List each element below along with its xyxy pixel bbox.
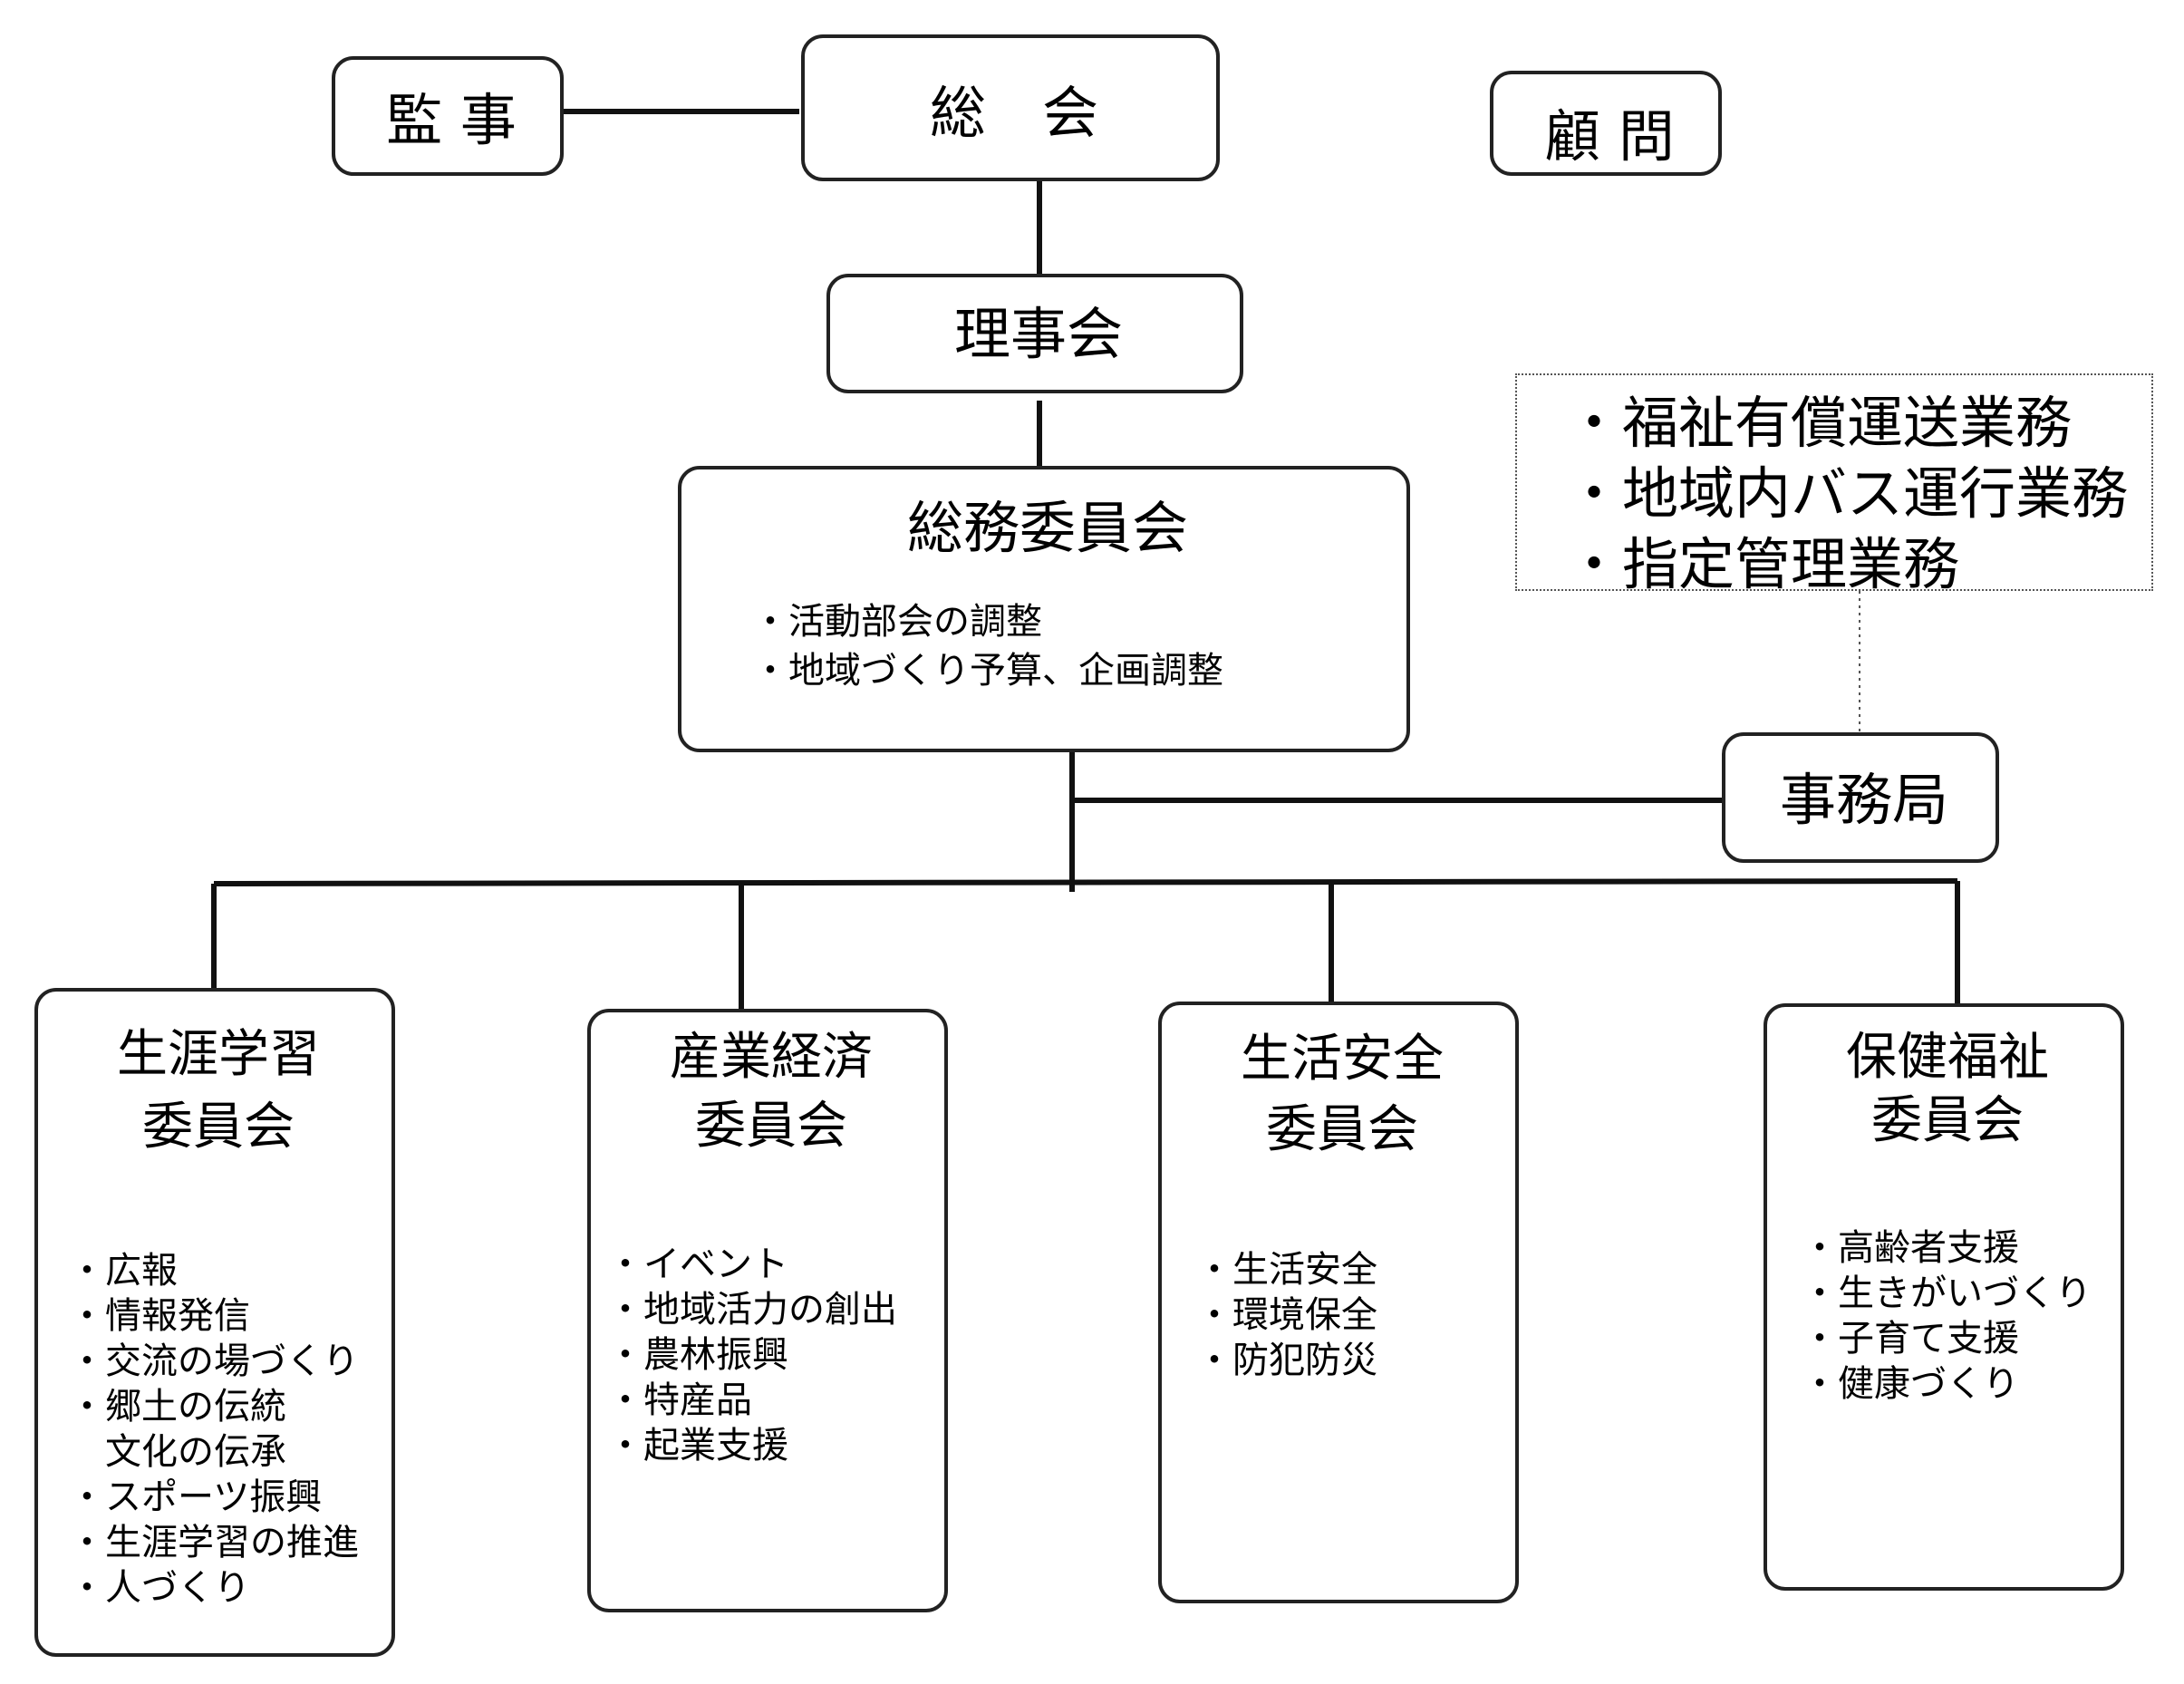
general-affairs-title: 総務委員会 [906, 495, 1188, 561]
committee-item: ・子育て支援 [1802, 1318, 2019, 1360]
general-affairs-item: ・活動部会の調整 [752, 601, 1042, 643]
committee-item: ・起業支援 [607, 1425, 788, 1466]
committee-industry-economy: 産業経済 委員会 ・イベント ・地域活力の創出 ・農林振興 ・特産品 ・起業支援 [587, 1009, 948, 1612]
committee-item: ・生きがいづくり [1802, 1273, 2092, 1314]
secretariat-label: 事務局 [1779, 767, 1948, 833]
committee-item: ・人づくり [69, 1567, 250, 1609]
committee-title: 保健福祉 [1846, 1028, 2049, 1087]
secretariat-tasks-box: ・福祉有償運送業務 ・地域内バス運行業務 ・指定管理業務 [1515, 373, 2153, 597]
general-meeting-label: 総 会 [929, 80, 1098, 146]
committee-item: ・生活安全 [1196, 1249, 1377, 1291]
committee-item: ・交流の場づくり [69, 1340, 359, 1382]
committee-item: ・情報発信 [69, 1295, 250, 1337]
committee-life-safety: 生活安全 委員会 ・生活安全 ・環境保全 ・防犯防災 [1158, 1002, 1519, 1603]
committee-title: 委員会 [1266, 1100, 1418, 1159]
committee-title: 委員会 [1871, 1091, 2024, 1150]
committee-lifelong-learning: 生涯学習 委員会 ・広報 ・情報発信 ・交流の場づくり ・郷土の伝統 文化の伝承… [34, 988, 395, 1657]
secretariat-box: 事務局 [1722, 732, 1999, 863]
task-item: ・福祉有償運送業務 [1566, 390, 2073, 456]
auditor-box: 監 事 [332, 56, 564, 176]
committee-item: ・農林振興 [607, 1334, 788, 1376]
general-affairs-box: 総務委員会 ・活動部会の調整 ・地域づくり予算、企画調整 [678, 466, 1410, 752]
task-item: ・指定管理業務 [1566, 531, 1960, 597]
committee-title: 産業経済 [670, 1028, 873, 1087]
general-meeting-box: 総 会 [801, 34, 1220, 181]
committee-item: ・特産品 [607, 1379, 752, 1421]
committee-bus [213, 878, 1958, 886]
committee-item: ・イベント [607, 1244, 788, 1285]
advisor-box: 顧 問 [1490, 71, 1722, 176]
committee-item: ・高齢者支援 [1802, 1227, 2019, 1269]
committee-item: 文化の伝承 [69, 1431, 286, 1473]
committee-item: ・環境保全 [1196, 1294, 1377, 1336]
auditor-label: 監 事 [386, 87, 517, 153]
board-box: 理事会 [826, 274, 1243, 393]
committee-item: ・防犯防災 [1196, 1340, 1377, 1381]
committee-title: 生活安全 [1241, 1030, 1444, 1089]
task-item: ・地域内バス運行業務 [1566, 460, 2129, 527]
committee-item: ・スポーツ振興 [69, 1476, 323, 1518]
committee-title: 委員会 [142, 1098, 295, 1157]
general-affairs-item: ・地域づくり予算、企画調整 [752, 650, 1223, 692]
committee-item: ・郷土の伝統 [69, 1386, 286, 1428]
committee-health-welfare: 保健福祉 委員会 ・高齢者支援 ・生きがいづくり ・子育て支援 ・健康づくり [1764, 1003, 2124, 1591]
committee-title: 生涯学習 [117, 1025, 320, 1084]
committee-item: ・生涯学習の推進 [69, 1522, 359, 1563]
committee-item: ・地域活力の創出 [607, 1289, 897, 1331]
advisor-label: 顧 問 [1544, 103, 1675, 169]
committee-item: ・健康づくり [1802, 1363, 2019, 1405]
committee-item: ・広報 [69, 1250, 178, 1292]
committee-title: 委員会 [695, 1097, 847, 1156]
board-label: 理事会 [953, 301, 1123, 367]
